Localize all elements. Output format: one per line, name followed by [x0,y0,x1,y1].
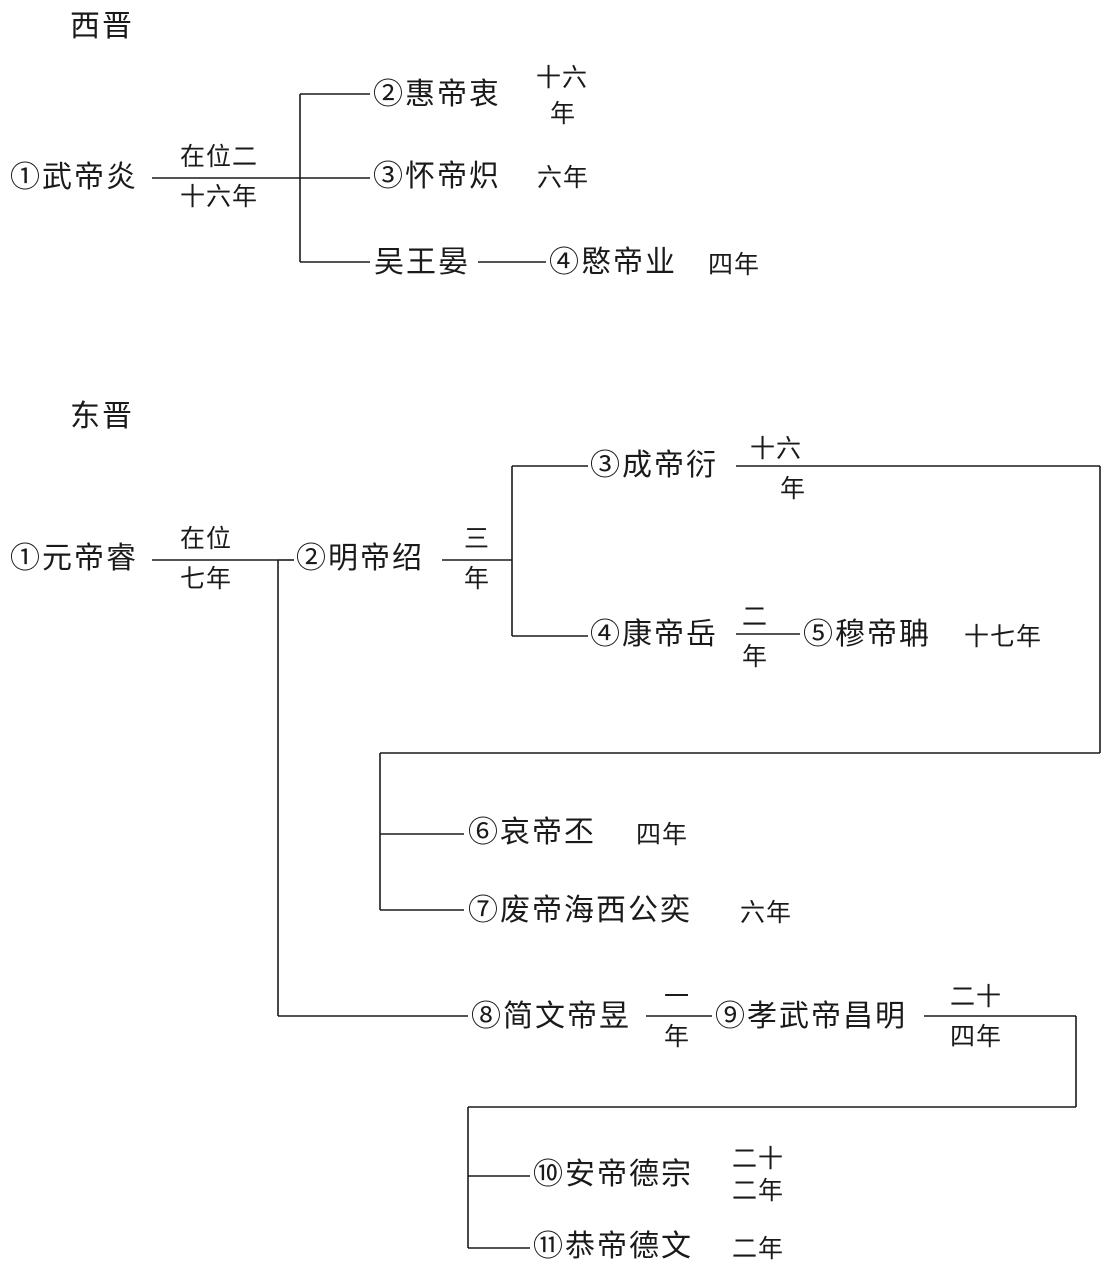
reign-mindi: 四年 [708,250,761,279]
node-gongdi: ⑪恭帝德文 [533,1229,693,1264]
reign-andi-line1: 二十 [732,1144,785,1173]
reign-wudi-line1: 在位二 [180,142,259,171]
reign-chengdi-line2: 年 [780,474,807,503]
node-xiaowudi: ⑨孝武帝昌明 [715,999,907,1034]
node-aidi: ⑥哀帝丕 [468,815,596,850]
reign-mingdi-line1: 三 [464,524,491,553]
reign-huidi-line2: 年 [550,99,577,128]
node-kangdi: ④康帝岳 [590,617,718,652]
reign-feidi: 六年 [740,898,793,927]
reign-gongdi: 二年 [732,1234,785,1263]
node-andi: ⑩安帝德宗 [533,1157,693,1192]
section-title-eastern-jin: 东晋 [70,399,134,434]
reign-yuandi-line2: 七年 [180,564,233,593]
node-mudi: ⑤穆帝聃 [803,617,931,652]
reign-yuandi-line1: 在位 [180,524,233,553]
reign-mingdi-line2: 年 [464,564,491,593]
node-huidi: ②惠帝衷 [373,77,501,112]
node-mindi: ④愍帝业 [549,245,677,280]
reign-xiaowudi-line2: 四年 [950,1022,1003,1051]
node-feidi: ⑦废帝海西公奕 [468,893,692,928]
reign-wudi-line2: 十六年 [180,182,259,211]
node-wuwang: 吴王晏 [374,245,470,280]
reign-kangdi-line1: 二 [742,602,769,631]
reign-jianwendi-line2: 年 [664,1022,691,1051]
node-wudi: ①武帝炎 [10,160,138,195]
node-huaidi: ③怀帝炽 [373,159,501,194]
node-chengdi: ③成帝衍 [590,448,718,483]
reign-andi-line2: 二年 [732,1176,785,1205]
reign-chengdi-line1: 十六 [750,434,803,463]
node-jianwendi: ⑧简文帝昱 [471,999,631,1034]
reign-mudi: 十七年 [964,622,1043,651]
node-mingdi: ②明帝绍 [296,541,424,576]
reign-huidi-line1: 十六 [536,63,589,92]
section-title-western-jin: 西晋 [70,9,134,44]
reign-aidi: 四年 [636,820,689,849]
node-yuandi: ①元帝睿 [10,541,138,576]
reign-xiaowudi-line1: 二十 [950,982,1003,1011]
reign-jianwendi-line1: 一 [664,982,691,1011]
reign-kangdi-line2: 年 [742,642,769,671]
reign-huaidi: 六年 [537,163,590,192]
